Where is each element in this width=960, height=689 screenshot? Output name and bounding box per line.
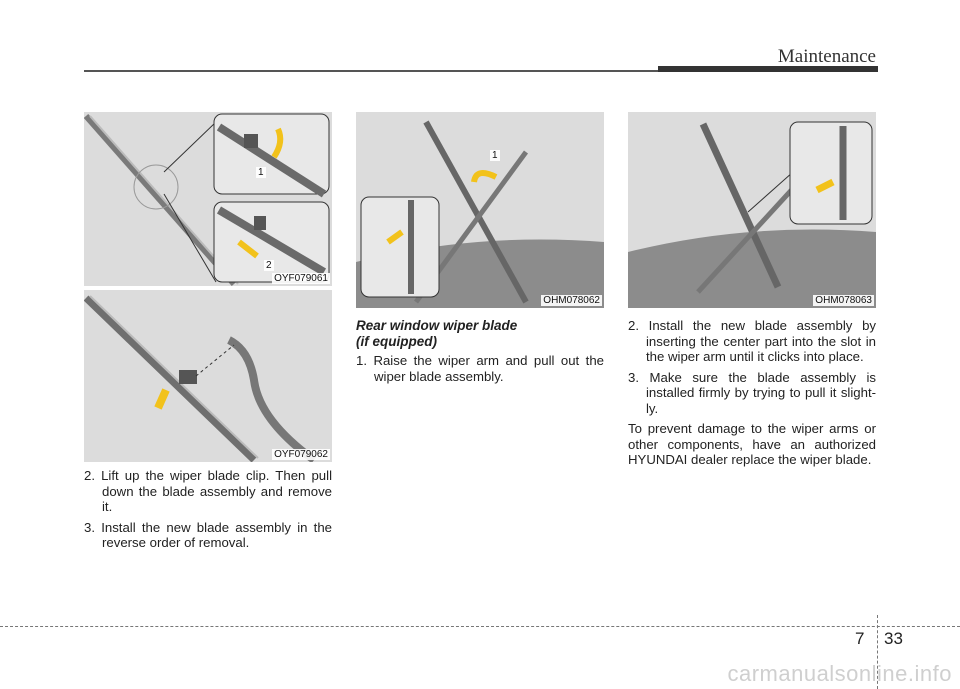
footer-divider [877,615,878,689]
figure-rear-wiper-raise: 1 OHM078062 [356,112,604,308]
middle-column-text: Rear window wiper blade (if equipped) 1.… [356,318,604,389]
blade-removal-illustration [84,295,317,462]
callout-1: 1 [490,150,500,161]
watermark: carmanualsonline.info [727,661,952,686]
figure-wiper-clip: 1 2 OYF079061 [84,112,332,286]
note-paragraph: To prevent damage to the wiper arms or o… [628,421,876,467]
right-column-text: 2. Install the new blade assembly by ins… [628,318,876,474]
figure-code: OYF079061 [272,273,330,284]
section-title: Maintenance [777,46,876,67]
figure-blade-removal: OYF079062 [84,290,332,462]
left-column-text: 2. Lift up the wiper blade clip. Then pu… [84,468,332,556]
figure-rear-blade-install: OHM078063 [628,112,876,308]
callout-1: 1 [256,167,266,178]
figure-code: OHM078062 [541,295,602,306]
figure-code: OYF079062 [272,449,330,460]
rear-wiper-raise-illustration [356,120,604,308]
header-rule [84,70,668,72]
step-3-left: 3. Install the new blade assembly in the… [84,519,332,551]
step-2-right: 2. Install the new blade assembly by ins… [628,318,876,364]
step-2-left: 2. Lift up the wiper blade clip. Then pu… [84,468,332,514]
figure-code: OHM078063 [813,295,874,306]
footer-rule [0,626,960,627]
wiper-clip-illustration [84,113,330,286]
step-3-right: 3. Make sure the blade assembly is insta… [628,369,876,416]
rear-blade-install-illustration [628,121,876,308]
header-rule-accent [658,66,878,72]
page-number: 33 [884,629,903,648]
step-1-middle: 1. Raise the wiper arm and pull out the … [356,353,604,384]
chapter-number: 7 [855,629,865,648]
callout-2: 2 [264,260,274,271]
subsection-title: Rear window wiper blade (if equipped) [356,318,518,349]
